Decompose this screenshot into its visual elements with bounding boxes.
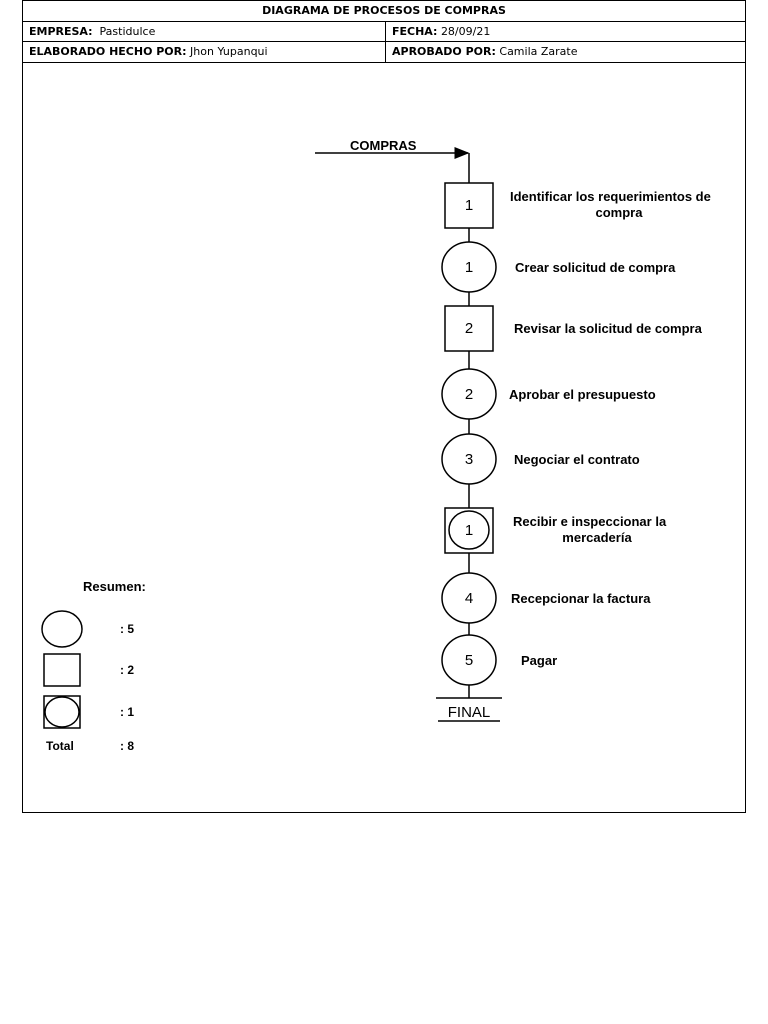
flow-step-7: 4 Recepcionar la factura — [441, 572, 651, 624]
aprobado-value: Camila Zarate — [499, 45, 578, 58]
summary-item-3: : 1 — [43, 695, 134, 729]
step-3-number: 2 — [465, 320, 473, 337]
step-7-operation-circle — [441, 572, 497, 624]
start-label: COMPRAS — [350, 138, 417, 153]
empresa-value: Pastidulce — [99, 25, 156, 38]
summary-combined-circle — [44, 696, 80, 728]
step-5-number: 3 — [465, 451, 473, 468]
summary-total-label: Total — [46, 739, 74, 753]
step-2-number: 1 — [465, 259, 473, 276]
step-1-label-line-2: compra — [596, 205, 644, 220]
step-4-number: 2 — [465, 386, 473, 403]
step-6-label-line-1: Recibir e inspeccionar la — [513, 514, 667, 529]
flow-step-4: 2 Aprobar el presupuesto — [441, 368, 656, 420]
elaborado-value: Jhon Yupanqui — [190, 45, 268, 58]
step-8-label-line-1: Pagar — [521, 653, 557, 668]
summary-item-2-value: : 2 — [120, 663, 134, 677]
step-6-label-line-2: mercadería — [562, 530, 632, 545]
step-3-label-line-1: Revisar la solicitud de compra — [514, 321, 703, 336]
aprobado-cell: APROBADO POR: Camila Zarate — [386, 42, 745, 62]
step-2-label-line-1: Crear solicitud de compra — [515, 260, 676, 275]
step-5-operation-circle — [441, 433, 497, 485]
flow-step-8: 5 Pagar — [441, 634, 557, 686]
step-6-number: 1 — [465, 522, 473, 539]
summary-layer: : 5 : 2 : 1 — [41, 610, 134, 729]
header-row-2: ELABORADO HECHO POR: Jhon Yupanqui APROB… — [23, 42, 745, 63]
step-2-operation-circle — [441, 241, 497, 293]
empresa-cell: EMPRESA: Pastidulce — [23, 22, 386, 41]
fecha-value: 28/09/21 — [440, 25, 491, 38]
step-1-inspection-square — [444, 182, 494, 229]
step-4-label-line-1: Aprobar el presupuesto — [509, 387, 656, 402]
summary-title: Resumen: — [83, 579, 146, 594]
fecha-cell: FECHA: 28/09/21 — [386, 22, 745, 41]
step-8-number: 5 — [465, 652, 473, 669]
step-7-number: 4 — [465, 590, 473, 607]
empresa-label: EMPRESA: — [29, 25, 93, 38]
step-7-label-line-1: Recepcionar la factura — [511, 591, 651, 606]
summary-inspection-square — [43, 653, 81, 687]
elaborado-label: ELABORADO HECHO POR: — [29, 45, 187, 58]
summary-operation-circle — [41, 610, 83, 648]
flow-step-5: 3 Negociar el contrato — [441, 433, 640, 485]
step-3-inspection-square — [444, 305, 494, 352]
step-1-label-line-1: Identificar los requerimientos de — [510, 189, 711, 204]
summary-total-value: : 8 — [120, 739, 134, 753]
summary-item-1-value: : 5 — [120, 622, 134, 636]
step-4-operation-circle — [441, 368, 497, 420]
summary-item-1: : 5 — [41, 610, 134, 648]
step-5-label-line-1: Negociar el contrato — [514, 452, 640, 467]
end-label: FINAL — [448, 704, 491, 721]
step-6-combined-circle — [448, 510, 490, 550]
steps-layer: 1 Identificar los requerimientos decompra… — [441, 182, 711, 686]
header-row-1: EMPRESA: Pastidulce FECHA: 28/09/21 — [23, 22, 745, 42]
flow-step-2: 1 Crear solicitud de compra — [441, 241, 676, 293]
step-1-number: 1 — [465, 197, 473, 214]
process-sheet: DIAGRAMA DE PROCESOS DE COMPRAS EMPRESA:… — [22, 0, 746, 813]
fecha-label: FECHA: — [392, 25, 438, 38]
aprobado-label: APROBADO POR: — [392, 45, 496, 58]
flow-step-3: 2 Revisar la solicitud de compra — [444, 305, 703, 352]
diagram-title: DIAGRAMA DE PROCESOS DE COMPRAS — [23, 1, 745, 22]
elaborado-cell: ELABORADO HECHO POR: Jhon Yupanqui — [23, 42, 386, 62]
step-8-operation-circle — [441, 634, 497, 686]
summary-item-3-value: : 1 — [120, 705, 134, 719]
summary-item-2: : 2 — [43, 653, 134, 687]
